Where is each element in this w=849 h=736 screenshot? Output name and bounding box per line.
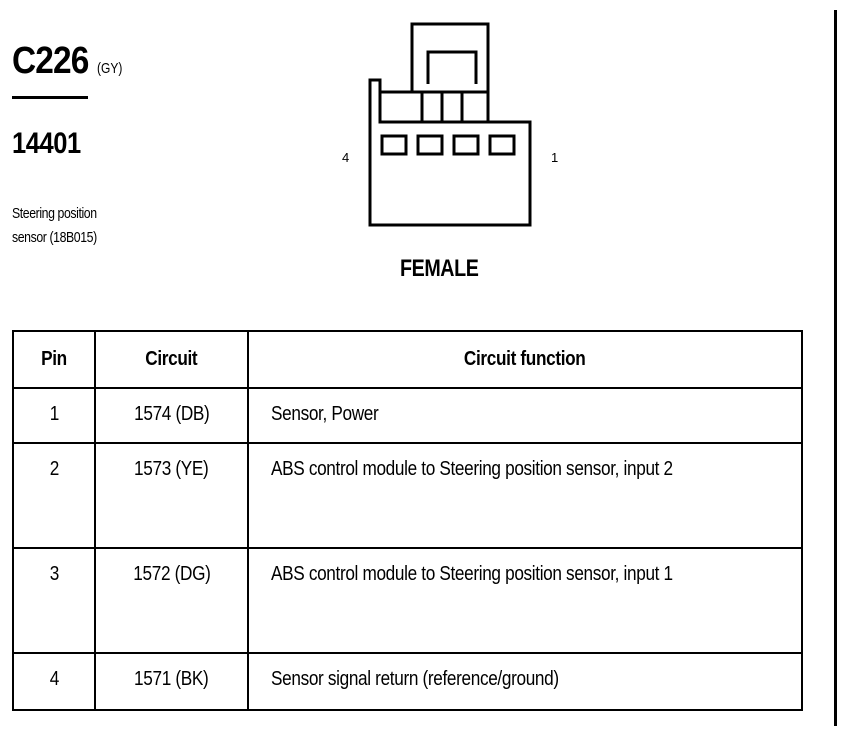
cell-circuit: 1573 (YE) [94,442,249,549]
table-header-row: Pin Circuit Circuit function [12,330,803,389]
table-row: 1 1574 (DB) Sensor, Power [12,387,803,444]
connector-color: (GY) [96,60,123,77]
cell-pin: 3 [12,547,96,654]
title-underline [12,96,88,99]
page-divider-rule [834,10,837,726]
cell-function: ABS control module to Steering position … [247,547,803,654]
description-line-2: sensor (18B015) [12,229,97,246]
cell-function: Sensor, Power [247,387,803,444]
pin-cavity-2 [452,134,480,156]
connector-face-diagram: 4 1 [342,22,558,227]
cell-circuit: 1574 (DB) [94,387,249,444]
component-description: Steering position sensor (18B015) [12,202,143,250]
connector-id: C226 (GY) [12,40,139,83]
cell-pin: 2 [12,442,96,549]
pin-label-right: 1 [551,150,558,165]
cell-pin: 1 [12,387,96,444]
pin-label-left: 4 [342,150,349,165]
pin-cavity-4 [380,134,408,156]
header-circuit-function: Circuit function [247,330,803,389]
description-line-1: Steering position [12,205,97,222]
pin-table: Pin Circuit Circuit function 1 1574 (DB)… [12,330,803,711]
connector-gender-label: FEMALE [400,255,479,282]
part-number: 14401 [12,127,81,160]
cell-circuit: 1572 (DG) [94,547,249,654]
header-circuit: Circuit [94,330,249,389]
connector-housing [368,78,532,227]
table-row: 4 1571 (BK) Sensor signal return (refere… [12,652,803,711]
connector-code: C226 [12,40,89,82]
locking-tab-latch [426,50,478,84]
table-row: 2 1573 (YE) ABS control module to Steeri… [12,442,803,549]
table-row: 3 1572 (DG) ABS control module to Steeri… [12,547,803,654]
pin-cavity-1 [488,134,516,156]
cell-function: ABS control module to Steering position … [247,442,803,549]
tab-base [378,90,490,124]
cell-circuit: 1571 (BK) [94,652,249,711]
header-pin: Pin [12,330,96,389]
pin-cavity-3 [416,134,444,156]
cell-function: Sensor signal return (reference/ground) [247,652,803,711]
cell-pin: 4 [12,652,96,711]
